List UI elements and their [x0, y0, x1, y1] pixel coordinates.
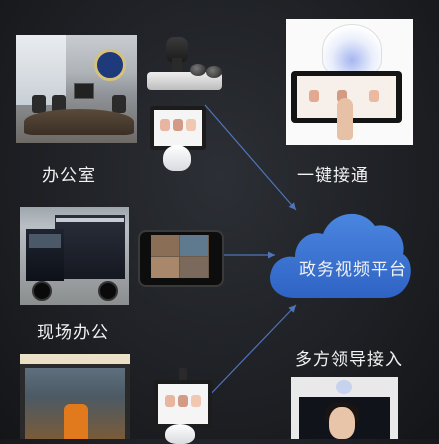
cloud-icon [270, 213, 411, 298]
arrow-office [204, 104, 297, 211]
police-emblem-icon [94, 49, 126, 81]
meeting-room-photo [20, 354, 130, 439]
label-leaders: 多方领导接入 [295, 350, 403, 370]
office-photo [16, 35, 137, 143]
person-face [329, 407, 355, 439]
microphone-icon [206, 66, 222, 78]
label-field-office: 现场办公 [37, 323, 109, 343]
arrow-leaders [204, 304, 297, 401]
label-platform: 政务视频平台 [299, 260, 407, 280]
label-office: 办公室 [42, 166, 96, 186]
video-call-screen [151, 235, 209, 278]
camera-dome-icon [336, 380, 352, 394]
video-terminal-icon [150, 106, 206, 150]
video-terminal-icon [154, 380, 212, 428]
robot-body-icon [163, 145, 191, 171]
police-vehicle-photo [20, 207, 129, 305]
codec-box-icon [147, 72, 222, 90]
microphone-icon [190, 64, 206, 76]
robot-body-icon [165, 424, 195, 444]
label-one-key: 一键接通 [297, 166, 369, 186]
conference-camera-icon [166, 37, 188, 63]
pointing-hand-icon [337, 98, 353, 140]
